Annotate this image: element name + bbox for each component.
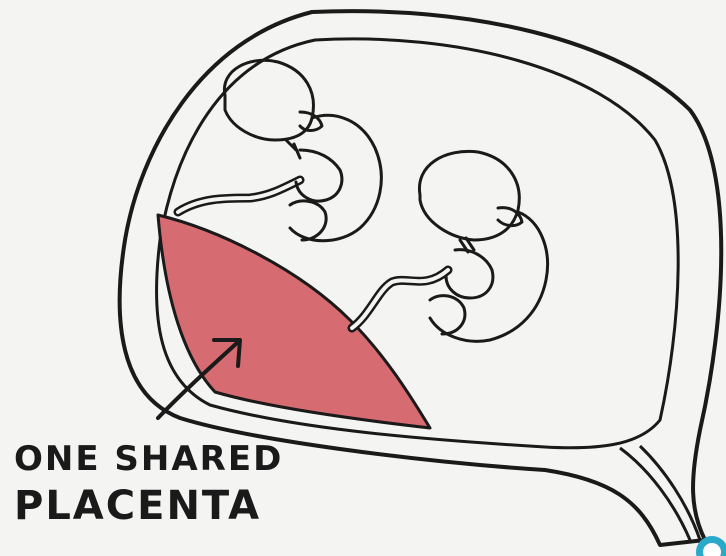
label-line-2: PLACENTA — [14, 486, 283, 526]
placenta — [158, 215, 430, 428]
label-line-1: ONE SHARED — [14, 442, 283, 476]
umbilical-cord-upper — [178, 180, 300, 212]
cervix — [620, 446, 700, 540]
placenta-label: ONE SHARED PLACENTA — [14, 442, 283, 526]
fetus-icon — [419, 151, 547, 341]
fetus-icon — [224, 60, 381, 240]
